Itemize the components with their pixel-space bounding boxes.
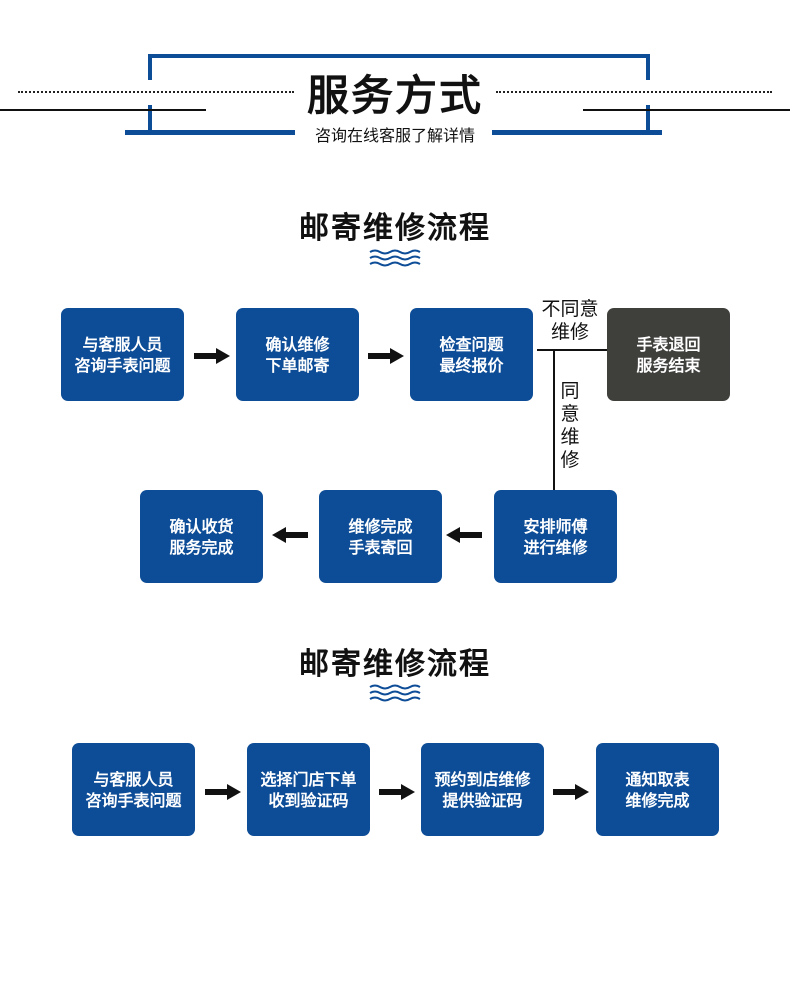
arrow-left-icon xyxy=(272,527,308,543)
solid-line-right xyxy=(583,109,790,111)
mail-step-send-back[interactable]: 维修完成 手表寄回 xyxy=(319,490,442,583)
branch-agree-label: 同 意 维 修 xyxy=(559,380,581,472)
mail-step-confirm[interactable]: 确认维修 下单邮寄 xyxy=(236,308,359,401)
wave-icon xyxy=(369,249,421,267)
solid-line-left xyxy=(0,109,206,111)
branch-agree-char: 修 xyxy=(560,449,580,471)
arrow-right-icon xyxy=(368,348,404,364)
step-line2: 咨询手表问题 xyxy=(85,790,182,810)
frame-right-upper xyxy=(646,54,650,80)
step-line2: 咨询手表问题 xyxy=(74,355,171,375)
mail-step-inspect[interactable]: 检查问题 最终报价 xyxy=(410,308,533,401)
dotted-line-left xyxy=(18,91,294,93)
page-title: 服务方式 xyxy=(306,71,483,120)
branch-disagree-line1: 不同意 xyxy=(541,298,599,320)
frame-left-upper xyxy=(148,54,152,80)
arrow-right-icon xyxy=(553,784,589,800)
step-line1: 手表退回 xyxy=(636,334,701,354)
frame-right-lower xyxy=(646,105,650,132)
step-line1: 与客服人员 xyxy=(82,334,163,354)
store-step-consult[interactable]: 与客服人员 咨询手表问题 xyxy=(72,743,195,836)
branch-disagree-label: 不同意 维修 xyxy=(537,298,603,344)
wave-icon xyxy=(369,684,421,702)
store-flow-title: 邮寄维修流程 xyxy=(299,647,491,682)
branch-vertical-line xyxy=(553,349,555,490)
step-line1: 安排师傅 xyxy=(523,516,588,536)
arrow-left-icon xyxy=(446,527,482,543)
arrow-right-icon xyxy=(194,348,230,364)
step-line1: 与客服人员 xyxy=(93,769,174,789)
step-line2: 下单邮寄 xyxy=(265,355,330,375)
step-line2: 服务完成 xyxy=(169,537,234,557)
page-subtitle: 咨询在线客服了解详情 xyxy=(314,126,475,145)
branch-agree-char: 意 xyxy=(560,403,580,425)
step-line1: 通知取表 xyxy=(625,769,690,789)
mail-step-return-end[interactable]: 手表退回 服务结束 xyxy=(607,308,730,401)
step-line1: 确认维修 xyxy=(265,334,330,354)
step-line2: 维修完成 xyxy=(625,790,690,810)
frame-top-line xyxy=(148,54,650,58)
branch-agree-char: 同 xyxy=(560,380,580,402)
frame-bottom-right-bar xyxy=(492,130,662,135)
branch-agree-char: 维 xyxy=(560,426,580,448)
store-step-pickup[interactable]: 通知取表 维修完成 xyxy=(596,743,719,836)
mail-step-consult[interactable]: 与客服人员 咨询手表问题 xyxy=(61,308,184,401)
step-line2: 提供验证码 xyxy=(442,790,523,810)
frame-left-lower xyxy=(148,105,152,132)
step-line2: 最终报价 xyxy=(439,355,504,375)
frame-bottom-left-bar xyxy=(125,130,295,135)
store-step-appointment[interactable]: 预约到店维修 提供验证码 xyxy=(421,743,544,836)
step-line1: 检查问题 xyxy=(439,334,504,354)
store-step-select-store[interactable]: 选择门店下单 收到验证码 xyxy=(247,743,370,836)
arrow-right-icon xyxy=(379,784,415,800)
mail-flow-title: 邮寄维修流程 xyxy=(299,211,491,246)
arrow-right-icon xyxy=(205,784,241,800)
mail-step-repair[interactable]: 安排师傅 进行维修 xyxy=(494,490,617,583)
step-line1: 维修完成 xyxy=(348,516,413,536)
mail-step-confirm-receipt[interactable]: 确认收货 服务完成 xyxy=(140,490,263,583)
step-line1: 选择门店下单 xyxy=(260,769,357,789)
step-line2: 收到验证码 xyxy=(268,790,349,810)
step-line2: 进行维修 xyxy=(523,537,588,557)
step-line1: 确认收货 xyxy=(169,516,234,536)
step-line1: 预约到店维修 xyxy=(434,769,531,789)
branch-horizontal-line xyxy=(537,349,607,351)
dotted-line-right xyxy=(496,91,772,93)
branch-disagree-line2: 维修 xyxy=(550,321,589,343)
step-line2: 服务结束 xyxy=(636,355,701,375)
step-line2: 手表寄回 xyxy=(348,537,413,557)
